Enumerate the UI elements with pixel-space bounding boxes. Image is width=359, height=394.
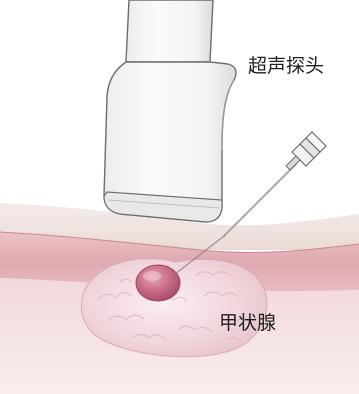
thyroid-label: 甲状腺 (219, 314, 276, 333)
thyroid-nodule (136, 265, 180, 301)
probe-handle (126, 0, 213, 62)
probe-label: 超声探头 (248, 57, 324, 76)
nodule-highlight (143, 271, 161, 281)
